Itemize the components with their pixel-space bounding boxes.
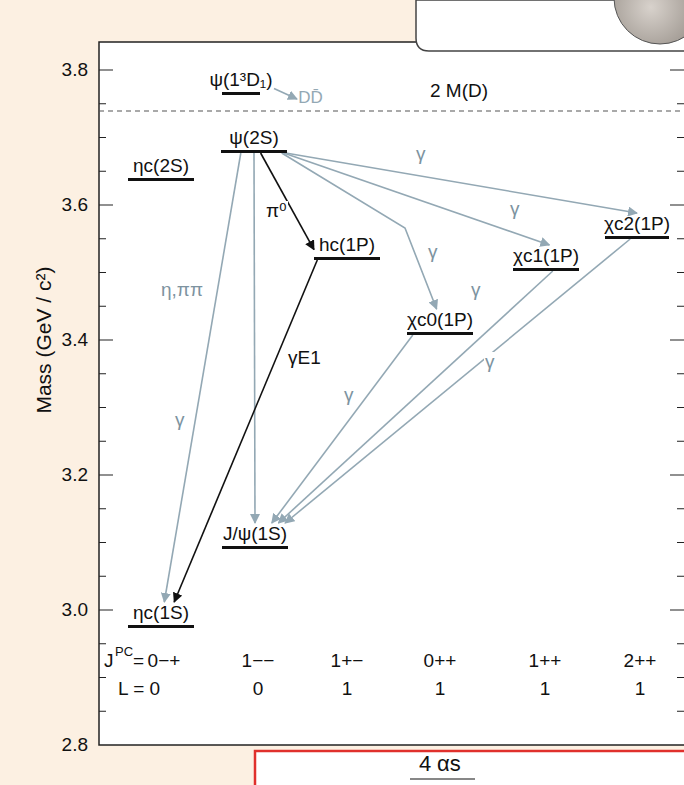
state-label: ηc(1S) [128,602,194,624]
transition-label: γ [509,199,521,220]
formula-text: 4 [419,751,431,776]
energy-level: χc1(1P) [512,245,580,271]
transition-arrow [282,153,437,309]
quantum-number: 0−+ [148,650,181,672]
level-bar [128,178,194,181]
quantum-number: 1−− [242,650,275,672]
axis-tick-label: 3.6 [62,194,88,216]
quantum-number: 0++ [424,650,457,672]
transition-arrow [254,153,255,523]
level-bar [513,268,579,271]
quantum-label: PC [115,645,133,660]
quantum-number: 1 [435,678,446,700]
transition-label: γ [343,385,355,406]
axis-tick-label: 3.4 [62,329,88,351]
state-label: hc(1P) [314,234,380,256]
state-label: J/ψ(1S) [222,523,289,545]
level-bar [605,236,669,239]
quantum-label: L = 0 [118,678,160,700]
level-bar [221,150,287,153]
quantum-number: 1 [635,678,646,700]
transition-label: γ [415,144,427,165]
state-label: χc1(1P) [512,245,580,267]
energy-level: J/ψ(1S) [222,523,289,549]
transition-arrow [284,153,550,245]
formula-box [255,751,684,785]
axis-tick-label: 3.8 [62,59,88,81]
axis-tick-label: 2.8 [62,734,88,756]
transition-label: γ [174,410,186,431]
transition-arrow [285,239,630,523]
state-label: ψ(1³D₁) [208,69,274,91]
energy-level: χc2(1P) [603,213,671,239]
axis-tick-label: 3.2 [62,464,88,486]
level-bar [222,546,288,549]
inset-sphere [614,0,684,44]
quantum-number: 1++ [529,650,562,672]
quantum-label: = [133,650,144,672]
transition-label: γ [427,242,439,263]
transition-label: η,ππ [160,280,204,301]
level-bar [222,92,260,95]
state-label: χc0(1P) [406,309,474,331]
axis-tick-label: 3.0 [62,599,88,621]
energy-level: ηc(2S) [128,155,194,181]
energy-level: hc(1P) [314,234,380,260]
transition-label: γ [470,280,482,301]
state-label: ηc(2S) [128,155,194,177]
transition-arrow [278,271,552,523]
transition-arrow [286,153,637,213]
quantum-number: 0 [253,678,264,700]
transition-arrow [274,89,297,100]
transition-label: π⁰ [265,201,288,222]
transition-arrow [272,335,413,523]
quantum-number: 1 [342,678,353,700]
axis-ticks [99,70,684,711]
level-bar [128,625,194,628]
energy-level: χc0(1P) [406,309,474,335]
state-label: DD̄ [297,88,324,108]
transition-label: γE1 [287,348,322,369]
transition-arrow [261,153,314,250]
threshold-label: 2 M(D) [430,80,488,102]
plot-area [99,42,684,745]
quantum-number: 1+− [331,650,364,672]
energy-level: DD̄ [297,88,324,108]
threshold-line [99,110,684,111]
level-bar [314,257,380,260]
axis-title: Mass (GeV / c²) [32,266,56,413]
quantum-number: 1 [540,678,551,700]
transition-arrow [174,260,317,602]
quantum-label: J [104,650,114,672]
state-label: χc2(1P) [603,213,671,235]
energy-level: ψ(2S) [221,127,287,153]
state-label: ψ(2S) [221,127,287,149]
energy-level: ηc(1S) [128,602,194,628]
energy-level: ψ(1³D₁) [208,69,274,95]
fraction-bar [410,778,475,779]
formula-text: αs [437,751,461,776]
quantum-number: 2++ [624,650,657,672]
level-bar [407,332,473,335]
transition-label: γ [484,352,496,373]
